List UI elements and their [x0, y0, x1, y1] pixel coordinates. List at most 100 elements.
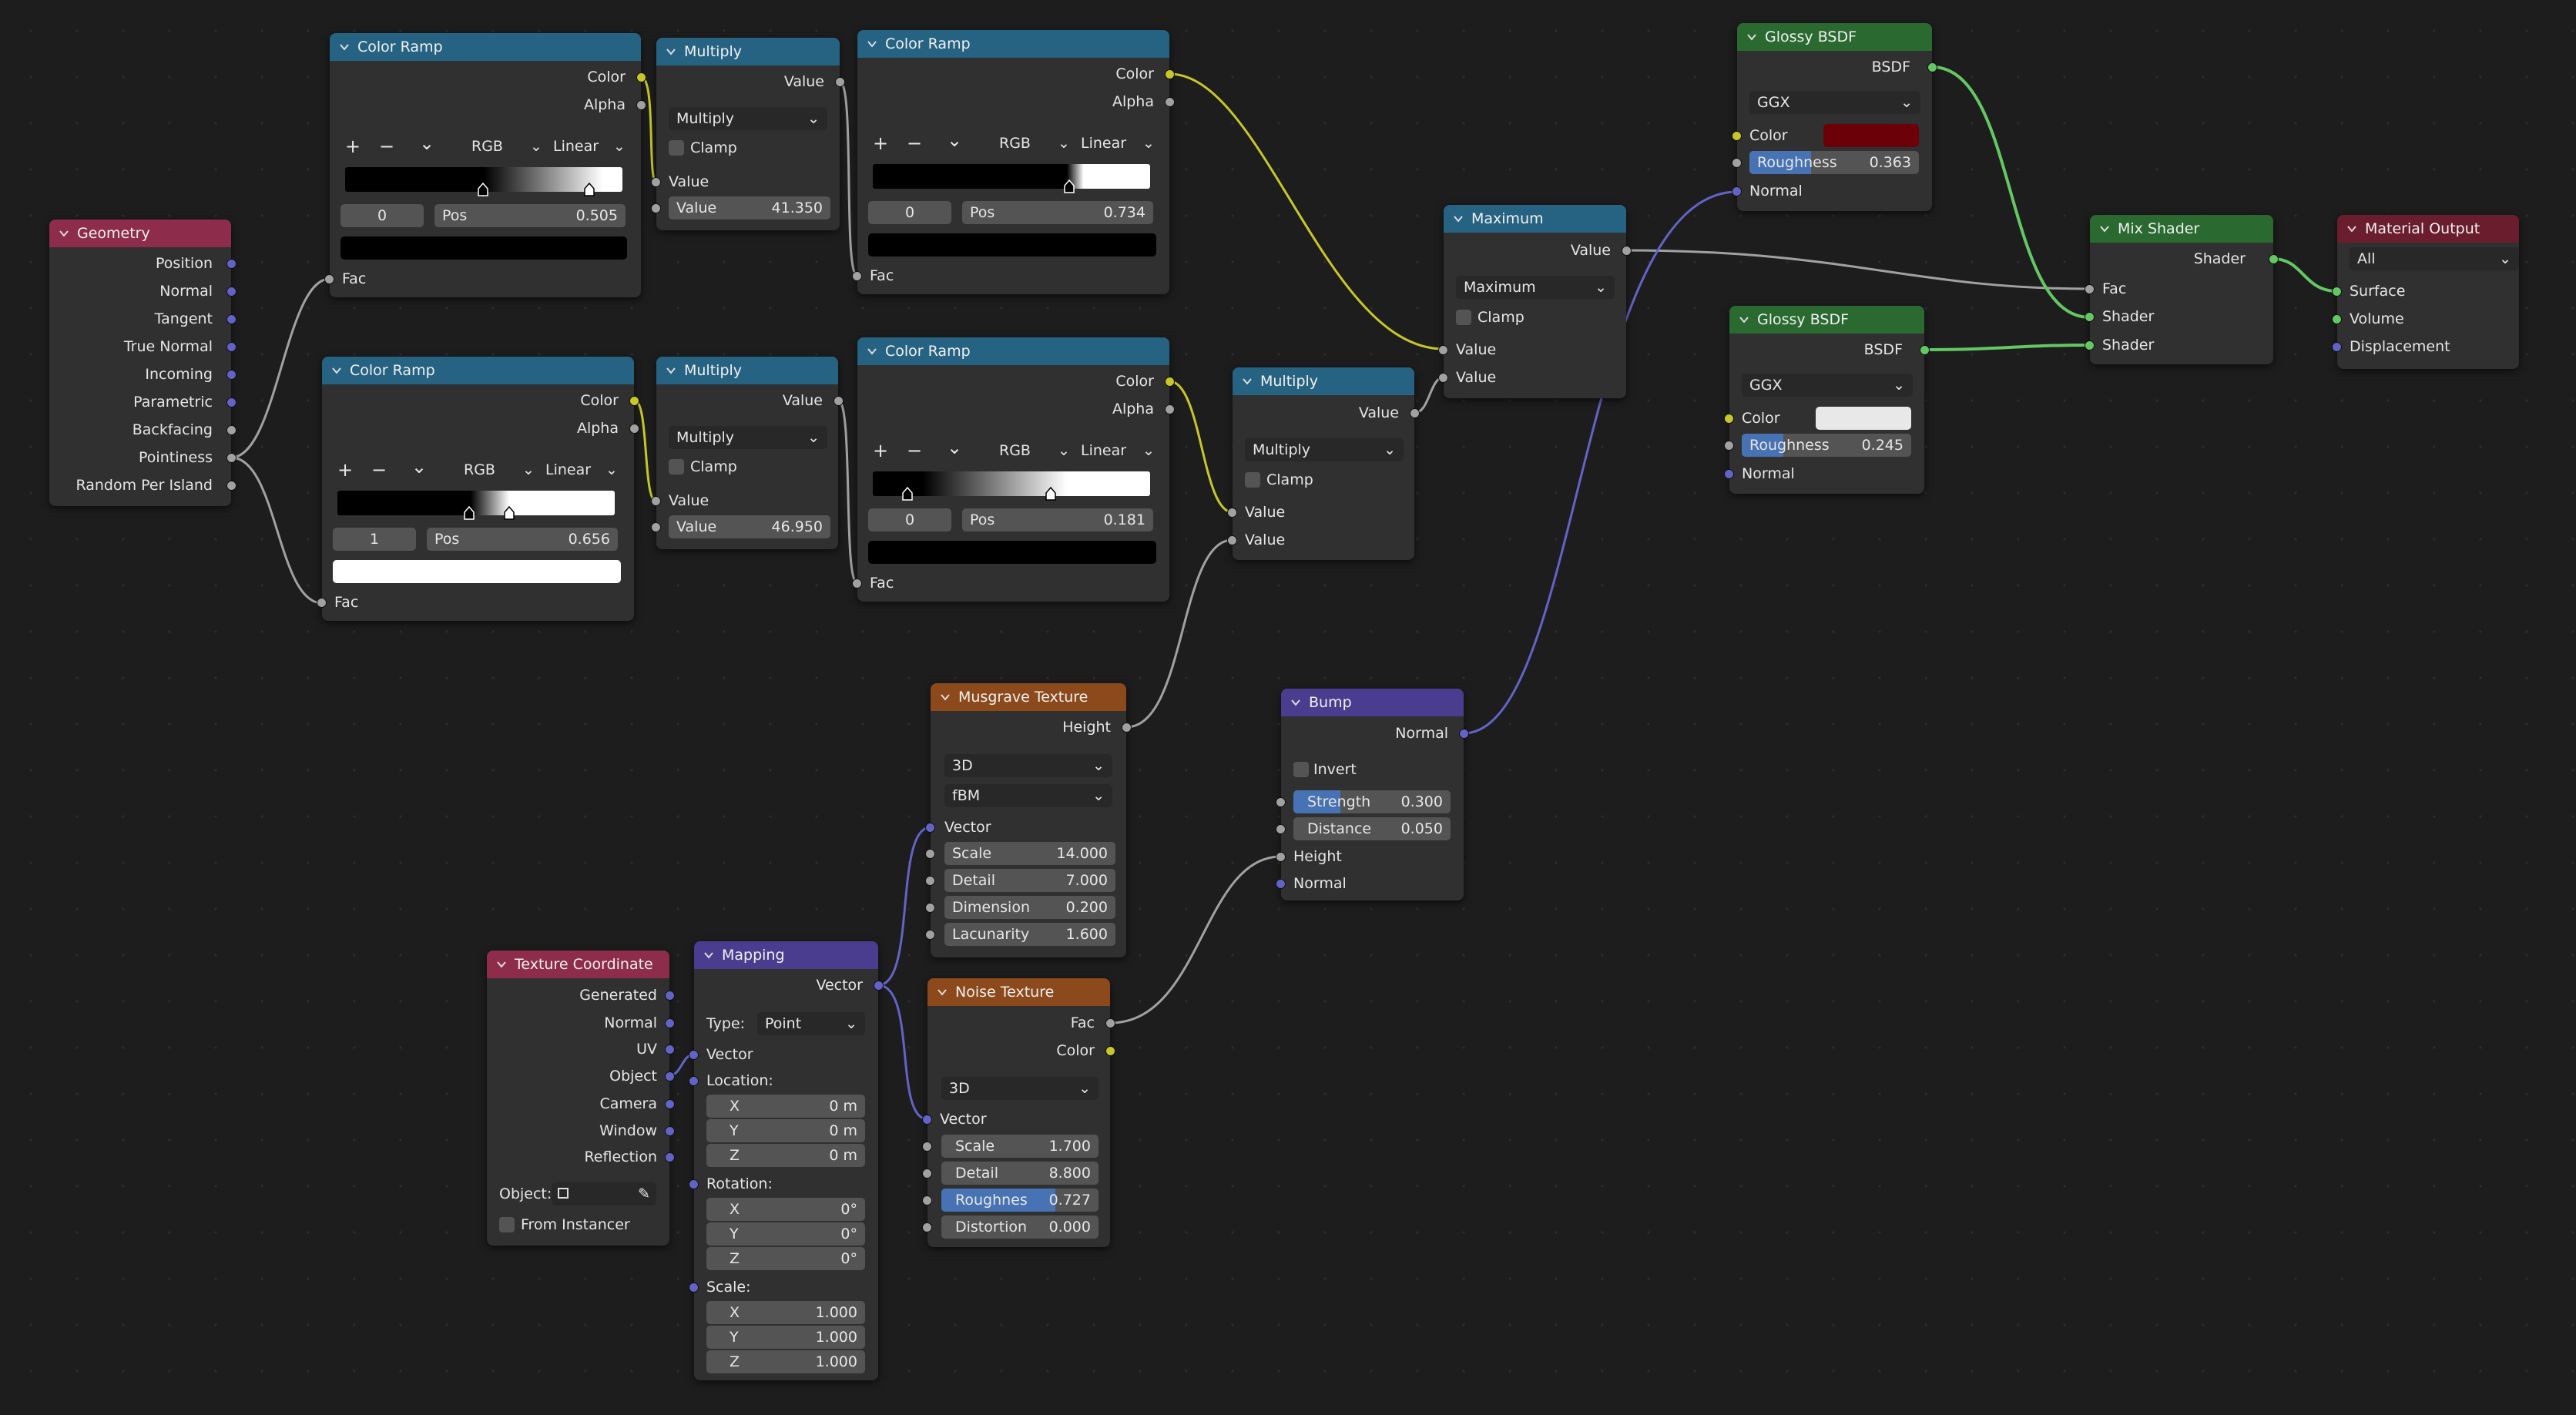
add-stop-button[interactable]: +	[337, 459, 354, 481]
input-socket[interactable]	[925, 930, 935, 940]
color-ramp-gradient[interactable]	[337, 491, 615, 515]
input-socket[interactable]	[852, 578, 862, 588]
input-socket[interactable]	[324, 274, 334, 284]
stop-index-field[interactable]: 0	[868, 201, 951, 224]
input-socket[interactable]	[1732, 158, 1742, 168]
vector-header[interactable]: Mapping	[694, 941, 878, 969]
output-socket[interactable]	[665, 1099, 675, 1109]
output-socket[interactable]	[629, 396, 639, 406]
input-socket[interactable]	[922, 1222, 932, 1232]
math-header[interactable]: Multiply	[656, 357, 838, 384]
stop-index-field[interactable]: 1	[333, 528, 416, 551]
add-stop-button[interactable]: +	[345, 136, 361, 157]
output-socket[interactable]	[226, 397, 236, 407]
object-picker[interactable]: ✎	[552, 1182, 656, 1205]
color-mode-dropdown[interactable]: RGB	[999, 135, 1031, 152]
input-socket[interactable]	[689, 1076, 699, 1086]
input-socket[interactable]	[651, 496, 661, 506]
mapping-node[interactable]: Mapping Vector Type: Point⌄ Vector Locat…	[689, 941, 884, 1380]
color-ramp-node-1[interactable]: Color Ramp Color Alpha + − ⌄ RGB ⌄ Linea…	[324, 33, 646, 297]
output-socket[interactable]	[226, 425, 236, 435]
math-header[interactable]: Maximum	[1444, 205, 1626, 233]
mix-shader-node[interactable]: Mix Shader Shader Fac Shader Shader	[2085, 215, 2279, 364]
input-socket[interactable]	[1276, 824, 1286, 834]
color-ramp-node-4[interactable]: Color Ramp Color Alpha + − ⌄ RGB ⌄ Linea…	[852, 337, 1175, 602]
collapse-chevron-icon[interactable]	[937, 987, 948, 998]
dimensions-dropdown[interactable]: 3D⌄	[941, 1077, 1098, 1100]
input-socket[interactable]	[1276, 879, 1286, 889]
collapse-chevron-icon[interactable]	[1739, 314, 1749, 325]
remove-stop-button[interactable]: −	[907, 132, 923, 154]
output-socket[interactable]	[1165, 97, 1175, 107]
output-socket[interactable]	[2269, 254, 2279, 264]
ramp-stop-handle[interactable]	[478, 183, 488, 196]
color-swatch[interactable]	[1823, 124, 1919, 147]
interpolation-dropdown[interactable]: Linear	[545, 461, 592, 478]
geometry-header[interactable]: Geometry	[49, 220, 231, 247]
output-socket[interactable]	[629, 424, 639, 434]
remove-stop-button[interactable]: −	[371, 459, 387, 481]
mapping-type-dropdown[interactable]: Point⌄	[757, 1012, 865, 1035]
color-ramp-node-2[interactable]: Color Ramp Color Alpha + − ⌄ RGB ⌄ Linea…	[317, 357, 639, 621]
shader-header[interactable]: Mix Shader	[2090, 215, 2273, 243]
ramp-stop-handle-active[interactable]	[584, 183, 595, 196]
input-socket[interactable]	[1724, 441, 1734, 451]
collapse-chevron-icon[interactable]	[940, 692, 951, 702]
clamp-checkbox[interactable]	[1245, 472, 1260, 488]
output-socket[interactable]	[665, 1071, 675, 1081]
input-socket[interactable]	[651, 522, 661, 532]
input-socket[interactable]	[1724, 469, 1734, 479]
ramp-stop-handle-active[interactable]	[902, 487, 913, 501]
texture-coordinate-node[interactable]: Texture Coordinate Generated Normal UV O…	[487, 951, 675, 1246]
operation-dropdown[interactable]: Multiply⌄	[1245, 438, 1404, 461]
color-mode-dropdown[interactable]: RGB	[471, 138, 503, 155]
input-socket[interactable]	[1438, 345, 1448, 355]
shader-header[interactable]: Glossy BSDF	[1737, 23, 1932, 51]
stop-index-field[interactable]: 0	[340, 204, 424, 227]
ramp-stop-handle-active[interactable]	[504, 506, 515, 520]
collapse-chevron-icon[interactable]	[703, 950, 714, 961]
input-socket[interactable]	[2085, 284, 2095, 294]
operation-dropdown[interactable]: Maximum⌄	[1456, 276, 1615, 299]
output-socket[interactable]	[665, 991, 675, 1001]
collapse-chevron-icon[interactable]	[339, 42, 350, 52]
output-socket[interactable]	[1410, 408, 1420, 418]
dimensions-dropdown[interactable]: 3D⌄	[944, 754, 1112, 777]
output-socket[interactable]	[226, 259, 236, 269]
output-socket[interactable]	[226, 314, 236, 324]
input-socket[interactable]	[651, 203, 661, 213]
collapse-chevron-icon[interactable]	[59, 228, 69, 239]
color-ramp-header[interactable]: Color Ramp	[322, 357, 634, 384]
invert-checkbox[interactable]	[1293, 762, 1309, 777]
stop-color-swatch[interactable]	[340, 236, 627, 260]
interpolation-dropdown[interactable]: Linear	[1081, 442, 1127, 459]
input-socket[interactable]	[1276, 852, 1286, 862]
ramp-menu-button[interactable]: ⌄	[947, 437, 963, 458]
input-socket[interactable]	[2085, 340, 2095, 350]
clamp-checkbox[interactable]	[1456, 310, 1471, 325]
input-socket[interactable]	[922, 1195, 932, 1205]
input-socket[interactable]	[925, 876, 935, 886]
color-ramp-header[interactable]: Color Ramp	[857, 30, 1169, 58]
math-header[interactable]: Multiply	[656, 38, 840, 65]
geometry-node[interactable]: Geometry Position Normal Tangent True No…	[49, 220, 236, 506]
output-socket[interactable]	[1165, 377, 1175, 387]
output-socket[interactable]	[1105, 1018, 1115, 1028]
input-socket[interactable]	[2332, 314, 2342, 324]
collapse-chevron-icon[interactable]	[867, 346, 877, 357]
